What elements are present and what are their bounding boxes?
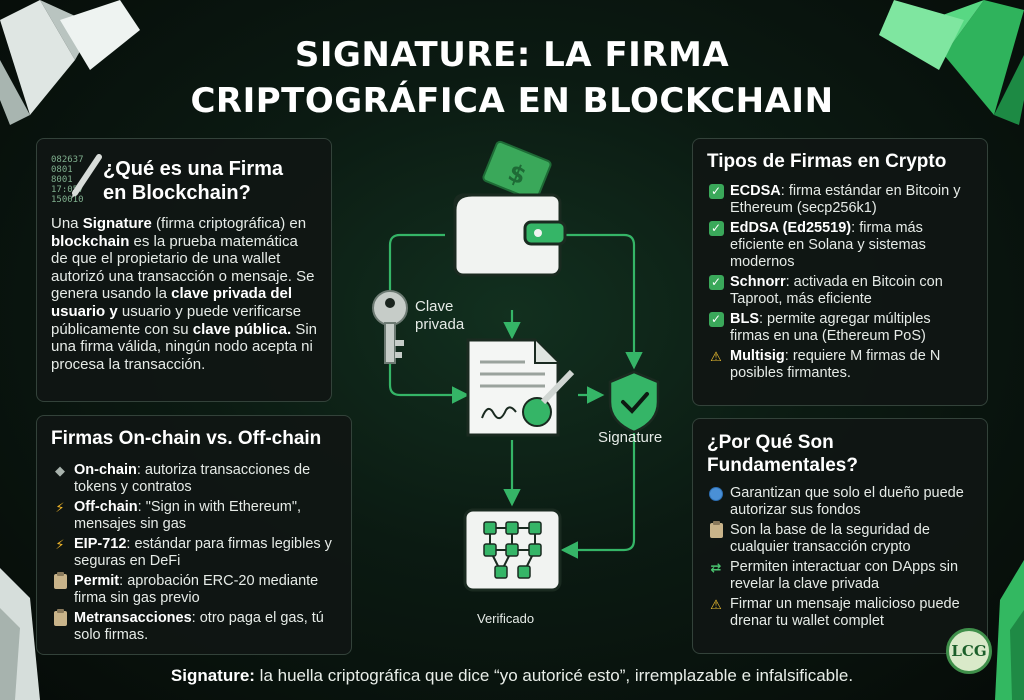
check-icon: ✓ <box>707 220 725 237</box>
what-description: Una Signature (firma criptográfica) en b… <box>51 215 318 373</box>
types-heading: Tipos de Firmas en Crypto <box>707 151 947 172</box>
crystal-decoration-bottom-left <box>0 568 40 700</box>
list-item: Garantizan que solo el dueño puede autor… <box>707 485 973 519</box>
binary-pen-icon: 082637 0801 8001 17:057 150010 <box>51 151 102 205</box>
list-item: Metransacciones: otro paga el gas, tú so… <box>51 609 337 644</box>
onoff-heading: Firmas On-chain vs. Off-chain <box>51 428 322 449</box>
key-icon <box>372 290 408 364</box>
verified-label: Verificado <box>477 611 535 626</box>
warning-icon: ⚠ <box>710 597 722 612</box>
check-icon: ✓ <box>707 311 725 328</box>
lightning-icon: ⚡ <box>55 537 65 552</box>
clipboard-icon <box>51 609 69 627</box>
list-item: Permit: aprobación ERC-20 mediante firma… <box>51 572 337 607</box>
lightning-icon: ⚡ <box>55 500 65 515</box>
what-heading: ¿Qué es una Firma en Blockchain? <box>103 158 284 204</box>
document-signature-icon <box>466 338 575 437</box>
footer-caption: Signature: la huella criptográfica que d… <box>170 666 854 685</box>
why-fundamental-panel: ¿Por Qué Son Fundamentales? Garantizan q… <box>692 418 988 654</box>
warning-icon: ⚠ <box>710 349 722 364</box>
check-icon: ✓ <box>707 274 725 291</box>
signature-label: Signature <box>598 429 663 446</box>
globe-icon <box>707 485 725 502</box>
list-item: ✓ EdDSA (Ed25519): firma más eficiente e… <box>707 220 973 271</box>
private-key-label: Clave privada <box>415 298 465 333</box>
lcg-logo: LCG <box>946 628 992 674</box>
list-item: ⚠ Firmar un mensaje malicioso puede dren… <box>707 596 973 630</box>
list-item: ⚠ Multisig: requiere M firmas de N posib… <box>707 348 973 382</box>
check-icon: ✓ <box>707 183 725 200</box>
clipboard-icon <box>51 572 69 590</box>
what-is-signature-panel: 082637 0801 8001 17:057 150010 ¿Qué es u… <box>36 138 332 402</box>
list-item: ✓ ECDSA: firma estándar en Bitcoin y Eth… <box>707 183 973 217</box>
list-item: ⚡ Off-chain: "Sign in with Ethereum", me… <box>51 499 337 533</box>
crystal-decoration-top-left <box>0 0 140 125</box>
list-item: ⚡ EIP-712: estándar para firmas legibles… <box>51 536 337 570</box>
list-item: ⇄ Permiten interactuar con DApps sin rev… <box>707 559 973 593</box>
crystal-decoration-top-right <box>879 0 1024 125</box>
verified-network-icon <box>463 508 562 592</box>
why-heading: ¿Por Qué Son Fundamentales? <box>707 432 858 476</box>
shield-check-icon <box>608 370 660 434</box>
onchain-offchain-panel: Firmas On-chain vs. Off-chain ◆ On-chain… <box>36 415 352 655</box>
signature-types-panel: Tipos de Firmas en Crypto ✓ ECDSA: firma… <box>692 138 988 406</box>
swap-arrows-icon: ⇄ <box>710 560 722 575</box>
list-item: Son la base de la seguridad de cualquier… <box>707 521 973 556</box>
wallet-icon: $ <box>453 140 567 277</box>
page-title: SIGNATURE: LA FIRMA CRIPTOGRÁFICA EN BLO… <box>0 32 1024 124</box>
ethereum-icon: ◆ <box>55 463 65 478</box>
title-line-1: SIGNATURE: LA FIRMA <box>294 35 730 75</box>
clipboard-icon <box>707 521 725 539</box>
list-item: ◆ On-chain: autoriza transacciones de to… <box>51 462 337 496</box>
signature-flow-diagram: $ <box>372 140 660 592</box>
title-line-2: CRIPTOGRÁFICA EN BLOCKCHAIN <box>190 81 834 121</box>
flow-arrows <box>388 233 643 559</box>
crystal-decoration-bottom-right <box>995 560 1024 700</box>
list-item: ✓ Schnorr: activada en Bitcoin con Tapro… <box>707 274 973 308</box>
list-item: ✓ BLS: permite agregar múltiples firmas … <box>707 311 973 345</box>
